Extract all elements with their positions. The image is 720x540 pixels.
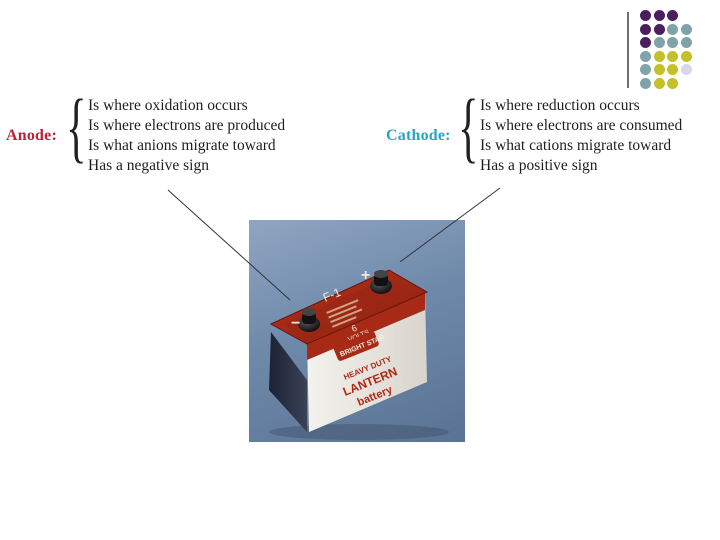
decorative-dot xyxy=(640,37,651,48)
decorative-dot xyxy=(640,77,651,89)
decorative-dot xyxy=(667,64,678,75)
anode-property: Is what anions migrate toward xyxy=(88,137,276,154)
positive-terminal xyxy=(370,270,392,294)
decorative-dot xyxy=(653,10,665,21)
decorative-dot xyxy=(680,23,692,35)
cathode-label: Cathode: xyxy=(386,127,451,144)
negative-terminal xyxy=(298,308,320,332)
decorative-dot xyxy=(640,23,651,35)
minus-sign: − xyxy=(291,315,300,332)
decorative-dot xyxy=(653,37,665,48)
anode-property: Is where oxidation occurs xyxy=(88,97,248,114)
terminal-code: F-1 xyxy=(321,285,343,305)
decorative-dot xyxy=(653,64,665,75)
voltage-number: 6 xyxy=(350,323,358,334)
decorative-dot xyxy=(640,64,651,75)
decorative-dot-grid xyxy=(640,10,720,114)
plus-sign: + xyxy=(361,267,370,284)
anode-brace: { xyxy=(66,83,87,170)
cathode-properties-list: Is where reduction occurs Is where elect… xyxy=(480,96,682,176)
decorative-dot xyxy=(640,10,651,21)
decorative-divider-line xyxy=(627,12,629,88)
decorative-dot xyxy=(680,64,692,75)
cathode-property: Has a positive sign xyxy=(480,157,598,174)
decorative-dot xyxy=(667,37,678,48)
decorative-dot xyxy=(653,23,665,35)
decorative-dot xyxy=(640,50,651,62)
decorative-dot xyxy=(667,10,678,21)
decorative-dot xyxy=(667,23,678,35)
anode-label: Anode: xyxy=(6,127,57,144)
decorative-dot xyxy=(653,50,665,62)
cathode-property: Is what cations migrate toward xyxy=(480,137,672,154)
battery-photo-icon: + − F-1 6 VOLTS BRIGHT STAR HEAVY DUTY L… xyxy=(269,267,449,440)
anode-property: Has a negative sign xyxy=(88,157,209,174)
decorative-dot xyxy=(680,37,692,48)
cathode-property: Is where reduction occurs xyxy=(480,97,640,114)
decorative-dot xyxy=(653,77,665,89)
decorative-dot xyxy=(680,50,692,62)
decorative-dot xyxy=(667,50,678,62)
anode-property: Is where electrons are produced xyxy=(88,117,286,134)
cathode-property: Is where electrons are consumed xyxy=(480,117,683,134)
cathode-brace: { xyxy=(458,83,479,170)
battery-photo: + − F-1 6 VOLTS BRIGHT STAR HEAVY DUTY L… xyxy=(249,220,465,442)
decorative-dot xyxy=(667,77,678,89)
anode-properties-list: Is where oxidation occurs Is where elect… xyxy=(88,96,285,176)
